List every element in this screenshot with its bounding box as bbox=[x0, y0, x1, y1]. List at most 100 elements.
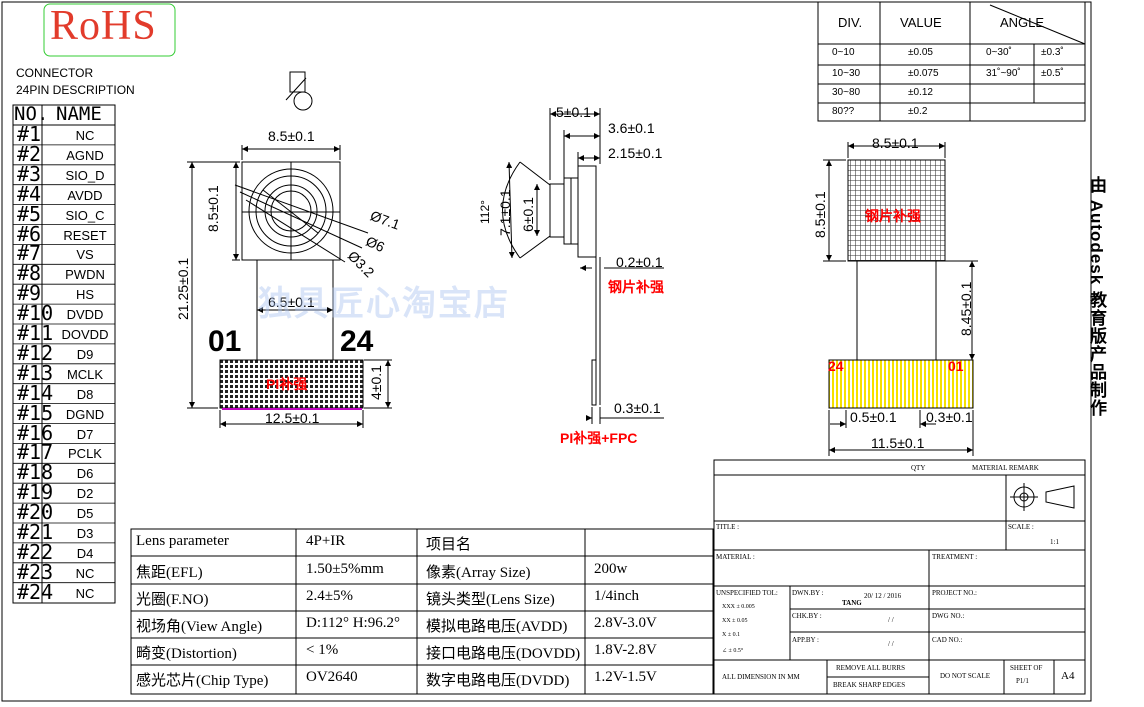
pin-name: D3 bbox=[76, 526, 94, 541]
pin-number: #1 bbox=[17, 122, 42, 146]
pin-row: #13 MCLK bbox=[13, 360, 115, 385]
param-cell: 接口电路电压(DOVDD) bbox=[426, 646, 581, 662]
tol-cell-value: ±0.075 bbox=[908, 68, 939, 79]
pin-number: #16 bbox=[17, 420, 54, 445]
tb-scale: SCALE : bbox=[1008, 523, 1034, 531]
pin-number: #10 bbox=[17, 301, 54, 326]
tol-cell-div: 80?? bbox=[832, 106, 855, 117]
tb-dwn-date: 20/ 12 / 2016 bbox=[864, 592, 902, 600]
pin-number: #2 bbox=[17, 141, 42, 166]
back-width-dim: 8.5±0.1 bbox=[872, 135, 919, 151]
front-height-dim: 8.5±0.1 bbox=[205, 185, 221, 232]
pin-number: #20 bbox=[17, 500, 54, 525]
back-pad-dim: 0.3±0.1 bbox=[926, 409, 973, 425]
param-cell: 1.2V-1.5V bbox=[594, 669, 657, 685]
pin-name: D2 bbox=[76, 486, 94, 502]
param-cell: 光圈(F.NO) bbox=[136, 592, 209, 608]
pin-name: RESET bbox=[63, 227, 107, 243]
param-cell: 1.8V-2.8V bbox=[594, 642, 657, 658]
front-view bbox=[187, 71, 392, 428]
pin-name: D9 bbox=[76, 346, 94, 362]
pin-number: #19 bbox=[17, 480, 54, 505]
back-fpc-len-dim: 8.45±0.1 bbox=[958, 281, 974, 336]
back-height-dim: 8.5±0.1 bbox=[812, 191, 828, 238]
side-pi-label: PI补强+FPC bbox=[560, 430, 638, 446]
pin-number: #3 bbox=[17, 161, 42, 186]
pin-number: #15 bbox=[17, 400, 54, 425]
front-total-height-dim: 21.25±0.1 bbox=[175, 257, 191, 320]
tb-dwg: DWG NO.: bbox=[932, 612, 965, 620]
param-cell: OV2640 bbox=[306, 669, 358, 685]
param-cell: 视场角(View Angle) bbox=[136, 619, 263, 635]
param-cell: 焦距(EFL) bbox=[136, 565, 203, 581]
connector-title: CONNECTOR bbox=[16, 66, 94, 80]
stiffener-height-dim: 4±0.1 bbox=[368, 365, 384, 400]
pin-name: D4 bbox=[76, 545, 94, 561]
side-height-6: 6±0.1 bbox=[520, 197, 536, 232]
pin-number: #22 bbox=[17, 539, 54, 564]
pin-number: #21 bbox=[17, 520, 54, 544]
param-cell: 1.50±5%mm bbox=[306, 561, 384, 577]
side-view bbox=[502, 108, 664, 424]
pin-row: #4 AVDD bbox=[13, 181, 115, 206]
pin-name: NC bbox=[75, 585, 95, 601]
tb-do-not-scale: DO NOT SCALE bbox=[940, 672, 991, 680]
pin-number: #13 bbox=[17, 360, 54, 385]
pin-number: #9 bbox=[17, 281, 42, 306]
param-cell: < 1% bbox=[306, 642, 339, 658]
tb-tol-xx: XX ± 0.05 bbox=[722, 618, 748, 624]
back-pin-24: 24 bbox=[828, 358, 844, 374]
stiffener-width-dim: 12.5±0.1 bbox=[265, 410, 320, 426]
pin-number: #14 bbox=[17, 380, 54, 405]
pin-row: #17 PCLK bbox=[13, 440, 115, 465]
pin-number: #17 bbox=[17, 440, 54, 465]
lens-angle: 112° bbox=[478, 200, 492, 224]
pin-row: #21 D3 bbox=[13, 520, 115, 544]
pin-name: SIO_D bbox=[65, 167, 105, 183]
tb-all-dimension: ALL DIMENSION IN MM bbox=[722, 673, 800, 681]
pin-number: #11 bbox=[17, 321, 54, 345]
tol-cell-a2: ±0.3˚ bbox=[1041, 47, 1064, 58]
tol-cell-a1: 0~30˚ bbox=[986, 47, 1012, 58]
back-pin-01: 01 bbox=[948, 358, 964, 374]
tb-size: A4 bbox=[1061, 670, 1075, 682]
pin-name: D7 bbox=[76, 426, 94, 442]
pin-number: #4 bbox=[17, 181, 42, 206]
pin-row: #24 NC bbox=[13, 579, 115, 604]
pin-number: #24 bbox=[17, 579, 54, 604]
param-cell: 2.4±5% bbox=[306, 588, 353, 604]
pin-number: #18 bbox=[17, 460, 54, 485]
tb-treatment: TREATMENT : bbox=[932, 553, 978, 561]
back-steel-label: 钢片补强 bbox=[865, 208, 921, 224]
tol-cell-value: ±0.05 bbox=[908, 47, 933, 58]
param-cell: 200w bbox=[594, 561, 628, 577]
tol-header-div: DIV. bbox=[838, 15, 863, 30]
param-cell: 畸变(Distortion) bbox=[136, 646, 237, 662]
pin-name: DOVDD bbox=[61, 327, 109, 342]
autodesk-notice: 由 Autodesk 教育版产品制作 bbox=[1087, 176, 1106, 417]
side-dim-5: 5±0.1 bbox=[556, 104, 591, 120]
pin-label-01: 01 bbox=[208, 325, 242, 358]
pin-name: D6 bbox=[76, 466, 94, 482]
pin-name: MCLK bbox=[66, 366, 104, 382]
side-height-7-1: 7.1±0.1 bbox=[497, 189, 513, 236]
pin-name: PCLK bbox=[68, 446, 102, 462]
pin-row: #11 DOVDD bbox=[13, 321, 115, 345]
pin-name: AVDD bbox=[67, 187, 103, 203]
front-width-dim: 8.5±0.1 bbox=[268, 128, 315, 144]
tol-cell-value: ±0.12 bbox=[908, 87, 933, 98]
tb-project: PROJECT NO.: bbox=[932, 589, 977, 597]
pin-name: DVDD bbox=[66, 307, 104, 323]
title-block-grid bbox=[713, 459, 1086, 695]
tb-cad: CAD NO.: bbox=[932, 636, 963, 644]
pin-name: VS bbox=[76, 247, 94, 263]
